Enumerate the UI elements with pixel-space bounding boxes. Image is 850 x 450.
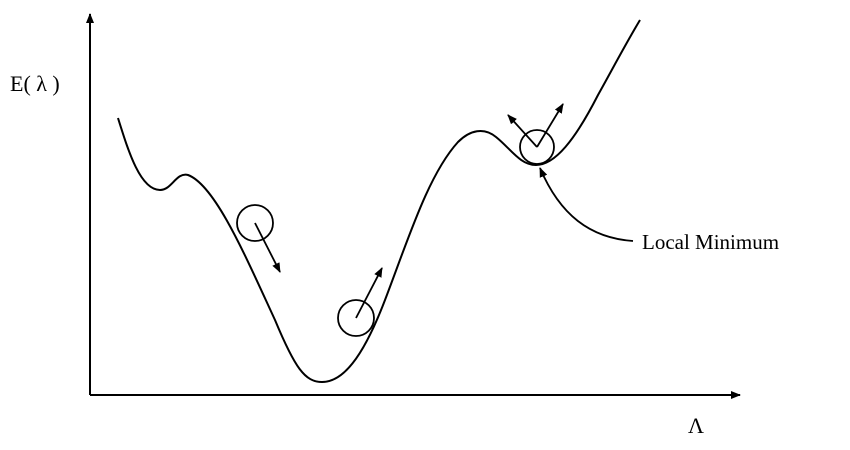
- local-minimum-pointer: [539, 167, 634, 242]
- arrow-up-slope: [355, 267, 383, 319]
- energy-curve: [117, 19, 641, 384]
- y-axis-label: E( λ ): [10, 71, 60, 96]
- x-axis-label: Λ: [688, 413, 704, 438]
- ball-left-slope: [236, 204, 274, 242]
- local-minimum-label: Local Minimum: [642, 230, 779, 254]
- arrow-escape-right: [536, 103, 564, 148]
- ball-local-minimum: [519, 129, 555, 165]
- arrow-escape-left: [507, 114, 538, 148]
- ball-right-slope: [337, 299, 375, 337]
- arrow-down-slope: [254, 222, 281, 273]
